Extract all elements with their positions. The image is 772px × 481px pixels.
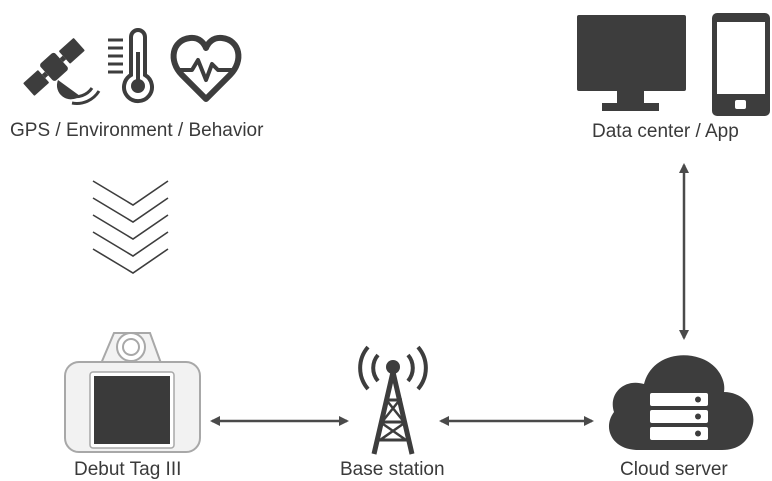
cloud-server-label: Cloud server bbox=[620, 459, 728, 480]
data-center-label: Data center / App bbox=[592, 121, 739, 142]
base-station-label: Base station bbox=[340, 459, 445, 480]
sensors-label: GPS / Environment / Behavior bbox=[10, 120, 264, 141]
tag-label: Debut Tag III bbox=[74, 459, 182, 480]
thermometer-icon bbox=[108, 28, 154, 104]
desktop-monitor-icon bbox=[577, 15, 686, 111]
radio-tower-icon bbox=[358, 345, 428, 455]
tracker-tag-icon bbox=[64, 332, 201, 453]
heartbeat-icon bbox=[170, 34, 242, 102]
satellite-icon bbox=[23, 38, 101, 105]
cloud-server-icon bbox=[608, 355, 754, 450]
smartphone-icon bbox=[712, 13, 770, 116]
chevron-down-stack-icon bbox=[92, 180, 169, 274]
